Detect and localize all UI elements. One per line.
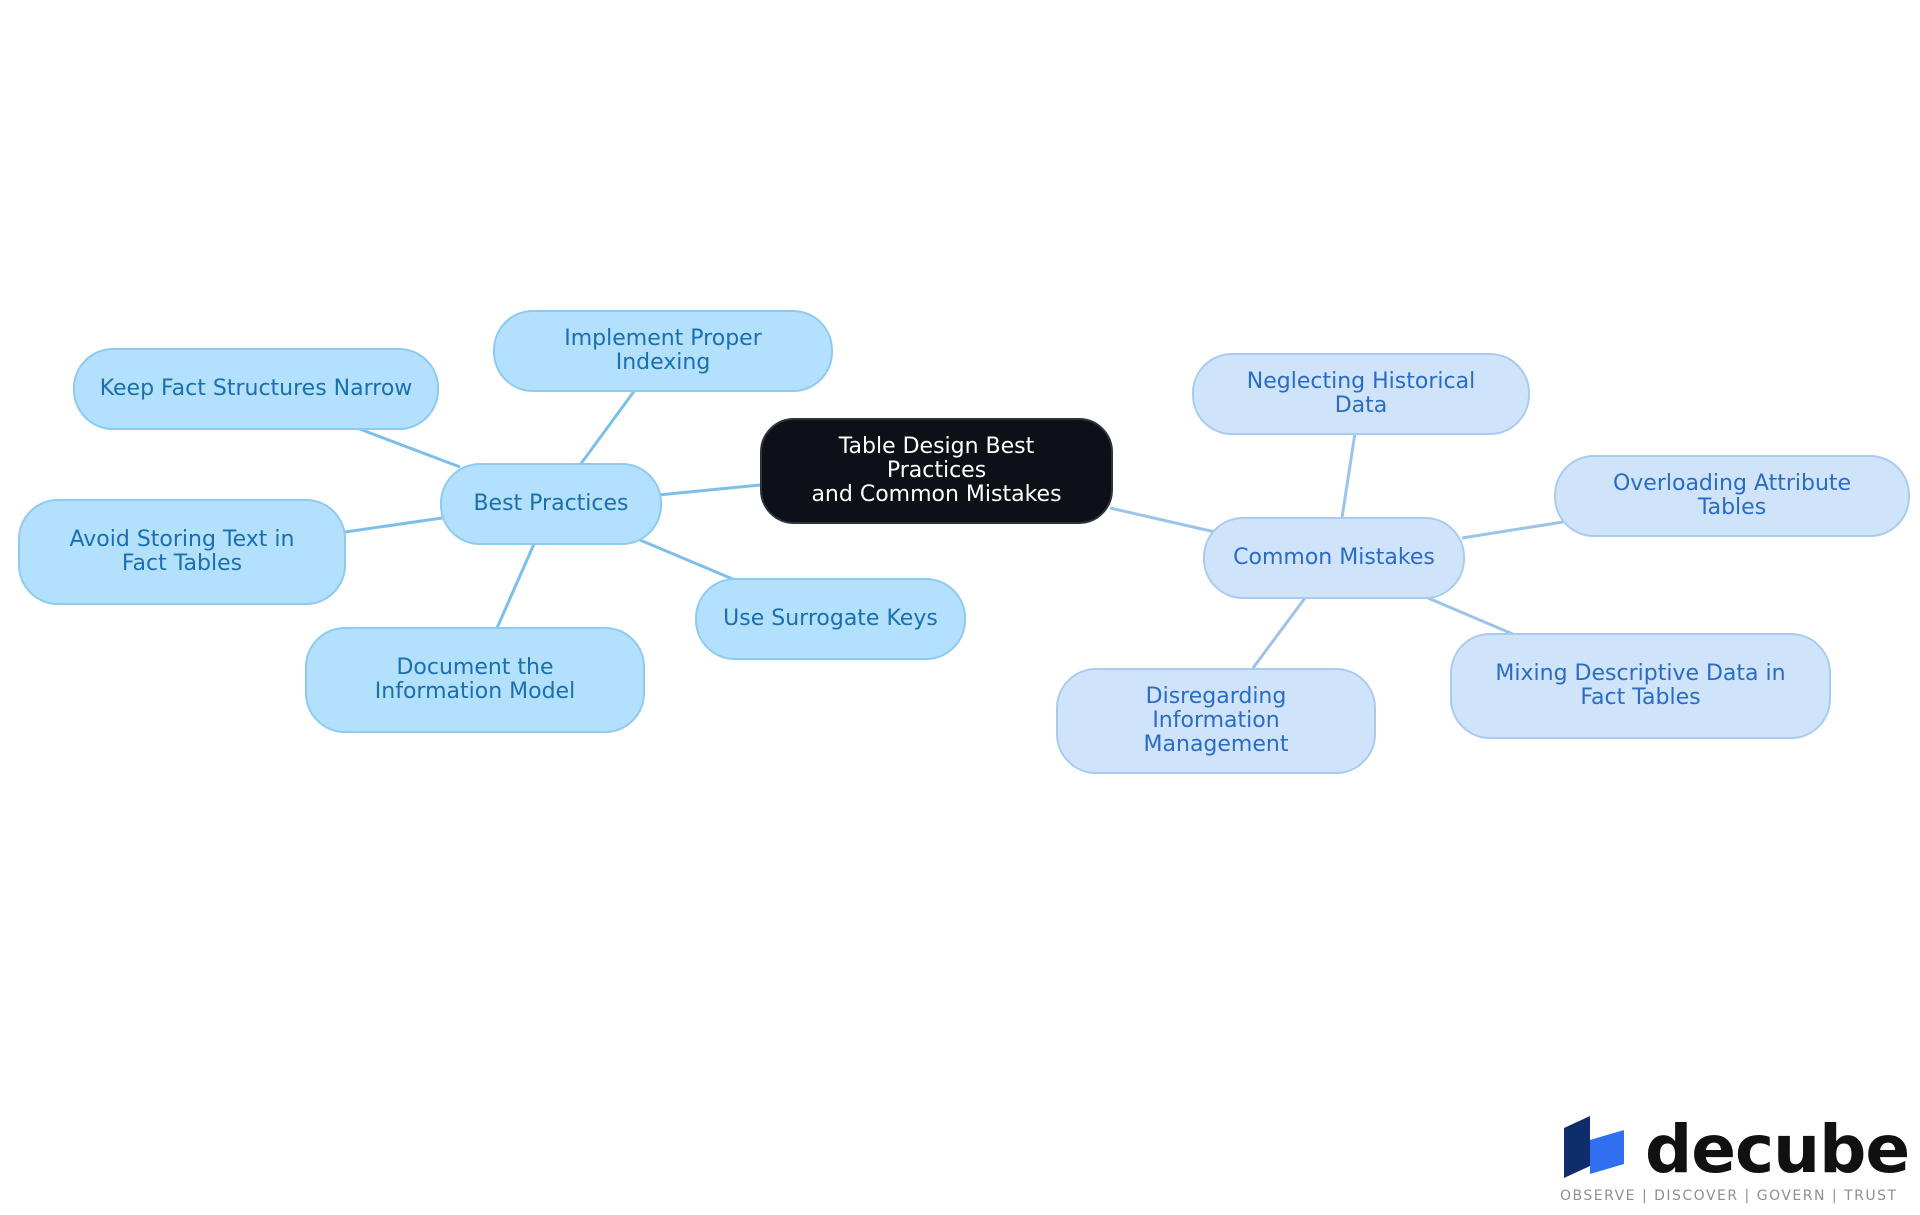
node-label: Neglecting Historical Data [1246, 369, 1476, 418]
common-mistakes-label: Common Mistakes [1233, 545, 1435, 570]
node-label: Mixing Descriptive Data in Fact Tables [1495, 661, 1786, 710]
overloading-attribute-tables-node[interactable]: Overloading Attribute Tables [1554, 455, 1910, 537]
neglecting-historical-data-node[interactable]: Neglecting Historical Data [1192, 353, 1530, 435]
edge-best-practices-document [495, 543, 536, 629]
edge-common-mistakes-mixing [1427, 596, 1516, 637]
common-mistakes-node[interactable]: Common Mistakes [1203, 517, 1465, 599]
best-practices-node[interactable]: Best Practices [440, 463, 662, 545]
decube-logo: decube OBSERVE | DISCOVER | GOVERN | TRU… [1560, 1110, 1910, 1205]
node-label: Use Surrogate Keys [723, 606, 938, 631]
avoid-storing-text-node[interactable]: Avoid Storing Text in Fact Tables [18, 499, 346, 605]
document-information-model-node[interactable]: Document the Information Model [305, 627, 645, 733]
implement-proper-indexing-node[interactable]: Implement Proper Indexing [493, 310, 833, 392]
edge-root-common-mistakes [1109, 506, 1216, 534]
node-label: Avoid Storing Text in Fact Tables [69, 527, 295, 576]
edge-best-practices-narrow [356, 426, 461, 469]
root-node-label-line2: and Common Mistakes [811, 482, 1062, 507]
node-label: Keep Fact Structures Narrow [99, 376, 413, 401]
use-surrogate-keys-node[interactable]: Use Surrogate Keys [695, 578, 966, 660]
root-node[interactable]: Table Design Best Practices and Common M… [760, 418, 1113, 524]
node-label: Implement Proper Indexing [564, 326, 762, 375]
node-label: Disregarding Information Management [1143, 684, 1289, 757]
keep-fact-structures-narrow-node[interactable]: Keep Fact Structures Narrow [73, 348, 439, 430]
decube-tagline: OBSERVE | DISCOVER | GOVERN | TRUST [1560, 1188, 1898, 1204]
edge-root-best-practices [657, 483, 761, 497]
disregarding-information-management-node[interactable]: Disregarding Information Management [1056, 668, 1376, 774]
mixing-descriptive-data-node[interactable]: Mixing Descriptive Data in Fact Tables [1450, 633, 1831, 739]
edge-common-mistakes-historical [1340, 432, 1357, 519]
node-label: Document the Information Model [374, 655, 576, 704]
node-label: Overloading Attribute Tables [1612, 471, 1852, 520]
edge-best-practices-surrogate [639, 538, 736, 582]
edge-common-mistakes-disregarding [1251, 597, 1307, 669]
edge-common-mistakes-overloading [1461, 520, 1564, 540]
decube-logo-mark [1564, 1116, 1624, 1178]
best-practices-label: Best Practices [473, 491, 629, 516]
edge-best-practices-indexing [578, 389, 637, 466]
root-node-label-line1: Table Design Best Practices [838, 434, 1035, 483]
decube-wordmark: decube [1645, 1111, 1910, 1188]
edge-best-practices-avoid-text [344, 516, 443, 534]
